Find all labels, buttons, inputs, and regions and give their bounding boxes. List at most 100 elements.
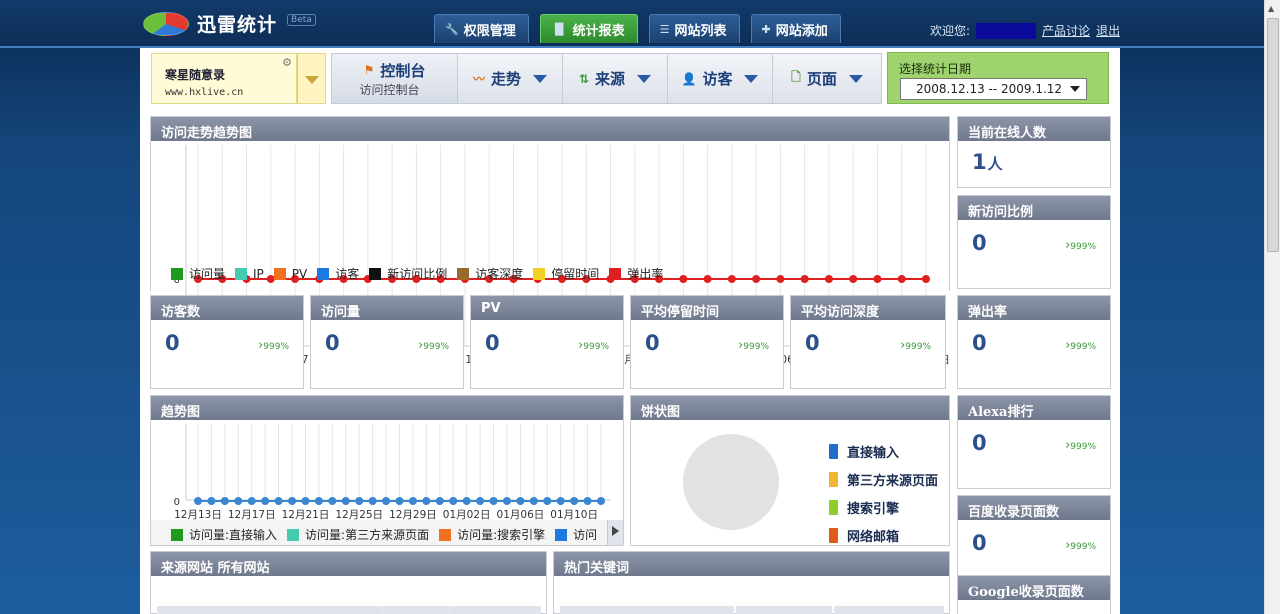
- legend-scroll-right[interactable]: [607, 520, 623, 545]
- legend-item[interactable]: 访问: [555, 526, 597, 543]
- stat-value: 0: [645, 331, 660, 355]
- col-header: [451, 606, 541, 614]
- chevron-down-icon: [848, 74, 863, 83]
- x-tick-label: 12月29日: [389, 509, 437, 520]
- logout-link[interactable]: 退出: [1096, 24, 1121, 38]
- data-point: [703, 275, 712, 283]
- bounce-panel: 弹出率 0 999%: [957, 295, 1111, 389]
- nav-site-add[interactable]: ✚网站添加: [750, 14, 841, 43]
- panel-title: Google收录页面数: [958, 576, 1110, 600]
- legend-label: 访问: [573, 528, 598, 542]
- tab-source[interactable]: ⇅来源: [563, 54, 668, 103]
- data-point: [630, 275, 639, 283]
- legend-swatch: [287, 528, 300, 541]
- site-url: www.hxlive.cn: [165, 87, 244, 98]
- legend-label: 访客深度: [475, 267, 524, 281]
- legend-swatch: [829, 528, 838, 543]
- pie-legend-item[interactable]: 网络邮箱: [829, 526, 938, 545]
- legend-label: 访客: [335, 267, 360, 281]
- legend-item[interactable]: IP: [235, 267, 264, 281]
- chevron-right-icon: [612, 526, 623, 536]
- tab-dashboard[interactable]: ⚑控制台 访问控制台: [332, 54, 458, 103]
- nav-label: 权限管理: [463, 23, 516, 39]
- legend-item[interactable]: PV: [273, 266, 308, 281]
- scroll-up-arrow-icon[interactable]: ▲: [1268, 4, 1275, 13]
- legend-swatch: [533, 267, 546, 280]
- data-point: [485, 275, 494, 283]
- data-point: [489, 497, 498, 505]
- data-point: [288, 497, 297, 505]
- date-range-select[interactable]: 2008.12.13 -- 2009.1.12: [900, 78, 1087, 100]
- data-point: [339, 275, 348, 283]
- tab-label: 走势: [491, 70, 522, 88]
- data-point: [543, 497, 552, 505]
- data-point: [509, 275, 518, 283]
- data-point: [897, 275, 906, 283]
- tab-trend[interactable]: 〰走势: [458, 54, 563, 103]
- legend-swatch: [235, 267, 248, 280]
- nav-label: 网站添加: [775, 23, 828, 39]
- product-discussion-link[interactable]: 产品讨论: [1042, 24, 1091, 38]
- pie-legend: 直接输入第三方来源页面搜索引擎网络邮箱: [829, 442, 938, 545]
- legend-item[interactable]: 访问量:搜索引擎: [439, 526, 545, 543]
- legend-label: IP: [253, 266, 264, 281]
- pie-legend-item[interactable]: 直接输入: [829, 442, 938, 461]
- legend-item[interactable]: 访问量: [171, 265, 225, 282]
- legend-item[interactable]: 访客深度: [457, 265, 523, 282]
- trend-chart-panel: 访问走势趋势图 012月13日12月15日12月17日12月19日12月21日1…: [150, 116, 950, 374]
- legend-item[interactable]: 访客: [317, 265, 359, 282]
- panel-title: 访问走势趋势图: [151, 117, 949, 141]
- data-point: [341, 497, 350, 505]
- logo[interactable]: 迅雷统计 Beta: [143, 10, 316, 37]
- legend-swatch: [273, 267, 286, 280]
- stat-change: 999%: [1065, 438, 1096, 453]
- site-selector[interactable]: ⚙ 寒星随意录 www.hxlive.cn: [151, 53, 297, 104]
- data-point: [368, 497, 377, 505]
- avg-stay-panel: 平均停留时间 0 999%: [630, 295, 784, 389]
- bar-chart-icon: ▐▌: [550, 22, 568, 36]
- data-point: [408, 497, 417, 505]
- online-value: 1: [972, 150, 987, 174]
- pie-legend-item[interactable]: 第三方来源页面: [829, 470, 938, 489]
- nav-site-list[interactable]: ☰网站列表: [648, 14, 740, 43]
- source-icon: ⇅: [578, 71, 590, 86]
- x-tick-label: 01月06日: [497, 509, 545, 520]
- data-point: [328, 497, 337, 505]
- vertical-scrollbar[interactable]: ▲: [1264, 0, 1280, 614]
- scrollbar-thumb[interactable]: [1267, 18, 1279, 252]
- tab-page[interactable]: 🗋页面: [773, 54, 881, 103]
- data-point: [247, 497, 256, 505]
- legend-item[interactable]: 访问量:直接输入: [171, 526, 277, 543]
- legend-item[interactable]: 停留时间: [533, 265, 599, 282]
- stat-value: 0: [805, 331, 820, 355]
- tab-visitor[interactable]: 👤 访客: [668, 54, 773, 103]
- user-icon: 👤: [681, 71, 697, 86]
- legend-item[interactable]: 新访问比例: [369, 265, 447, 282]
- nav-permissions[interactable]: 🔧权限管理: [434, 14, 529, 43]
- site-dropdown-button[interactable]: [297, 53, 326, 104]
- x-tick-label: 12月17日: [228, 509, 276, 520]
- legend-label: PV: [291, 266, 308, 281]
- stat-change: 999%: [1065, 238, 1096, 253]
- data-point: [502, 497, 511, 505]
- legend-item[interactable]: 弹出率: [609, 265, 663, 282]
- data-point: [422, 497, 431, 505]
- legend-item[interactable]: 访问量:第三方来源页面: [287, 526, 429, 543]
- col-header: [736, 606, 832, 614]
- data-point: [582, 275, 591, 283]
- trend-legend: 访问量 IP PV 访客新访问比例 访客深度停留时间弹出率: [171, 265, 665, 282]
- gear-icon[interactable]: ⚙: [282, 56, 292, 69]
- data-point: [194, 275, 202, 283]
- data-point: [727, 275, 736, 283]
- tab-label: 访客: [702, 70, 733, 88]
- legend-label: 访问量:搜索引擎: [457, 528, 546, 542]
- site-name: 寒星随意录: [165, 68, 226, 82]
- nav-reports[interactable]: ▐▌统计报表: [539, 14, 638, 43]
- pie-legend-item[interactable]: 搜索引擎: [829, 498, 938, 517]
- data-point: [220, 497, 229, 505]
- flag-icon: ⚑: [363, 63, 375, 77]
- stat-change: 999%: [258, 338, 289, 353]
- avg-depth-panel: 平均访问深度 0 999%: [790, 295, 946, 389]
